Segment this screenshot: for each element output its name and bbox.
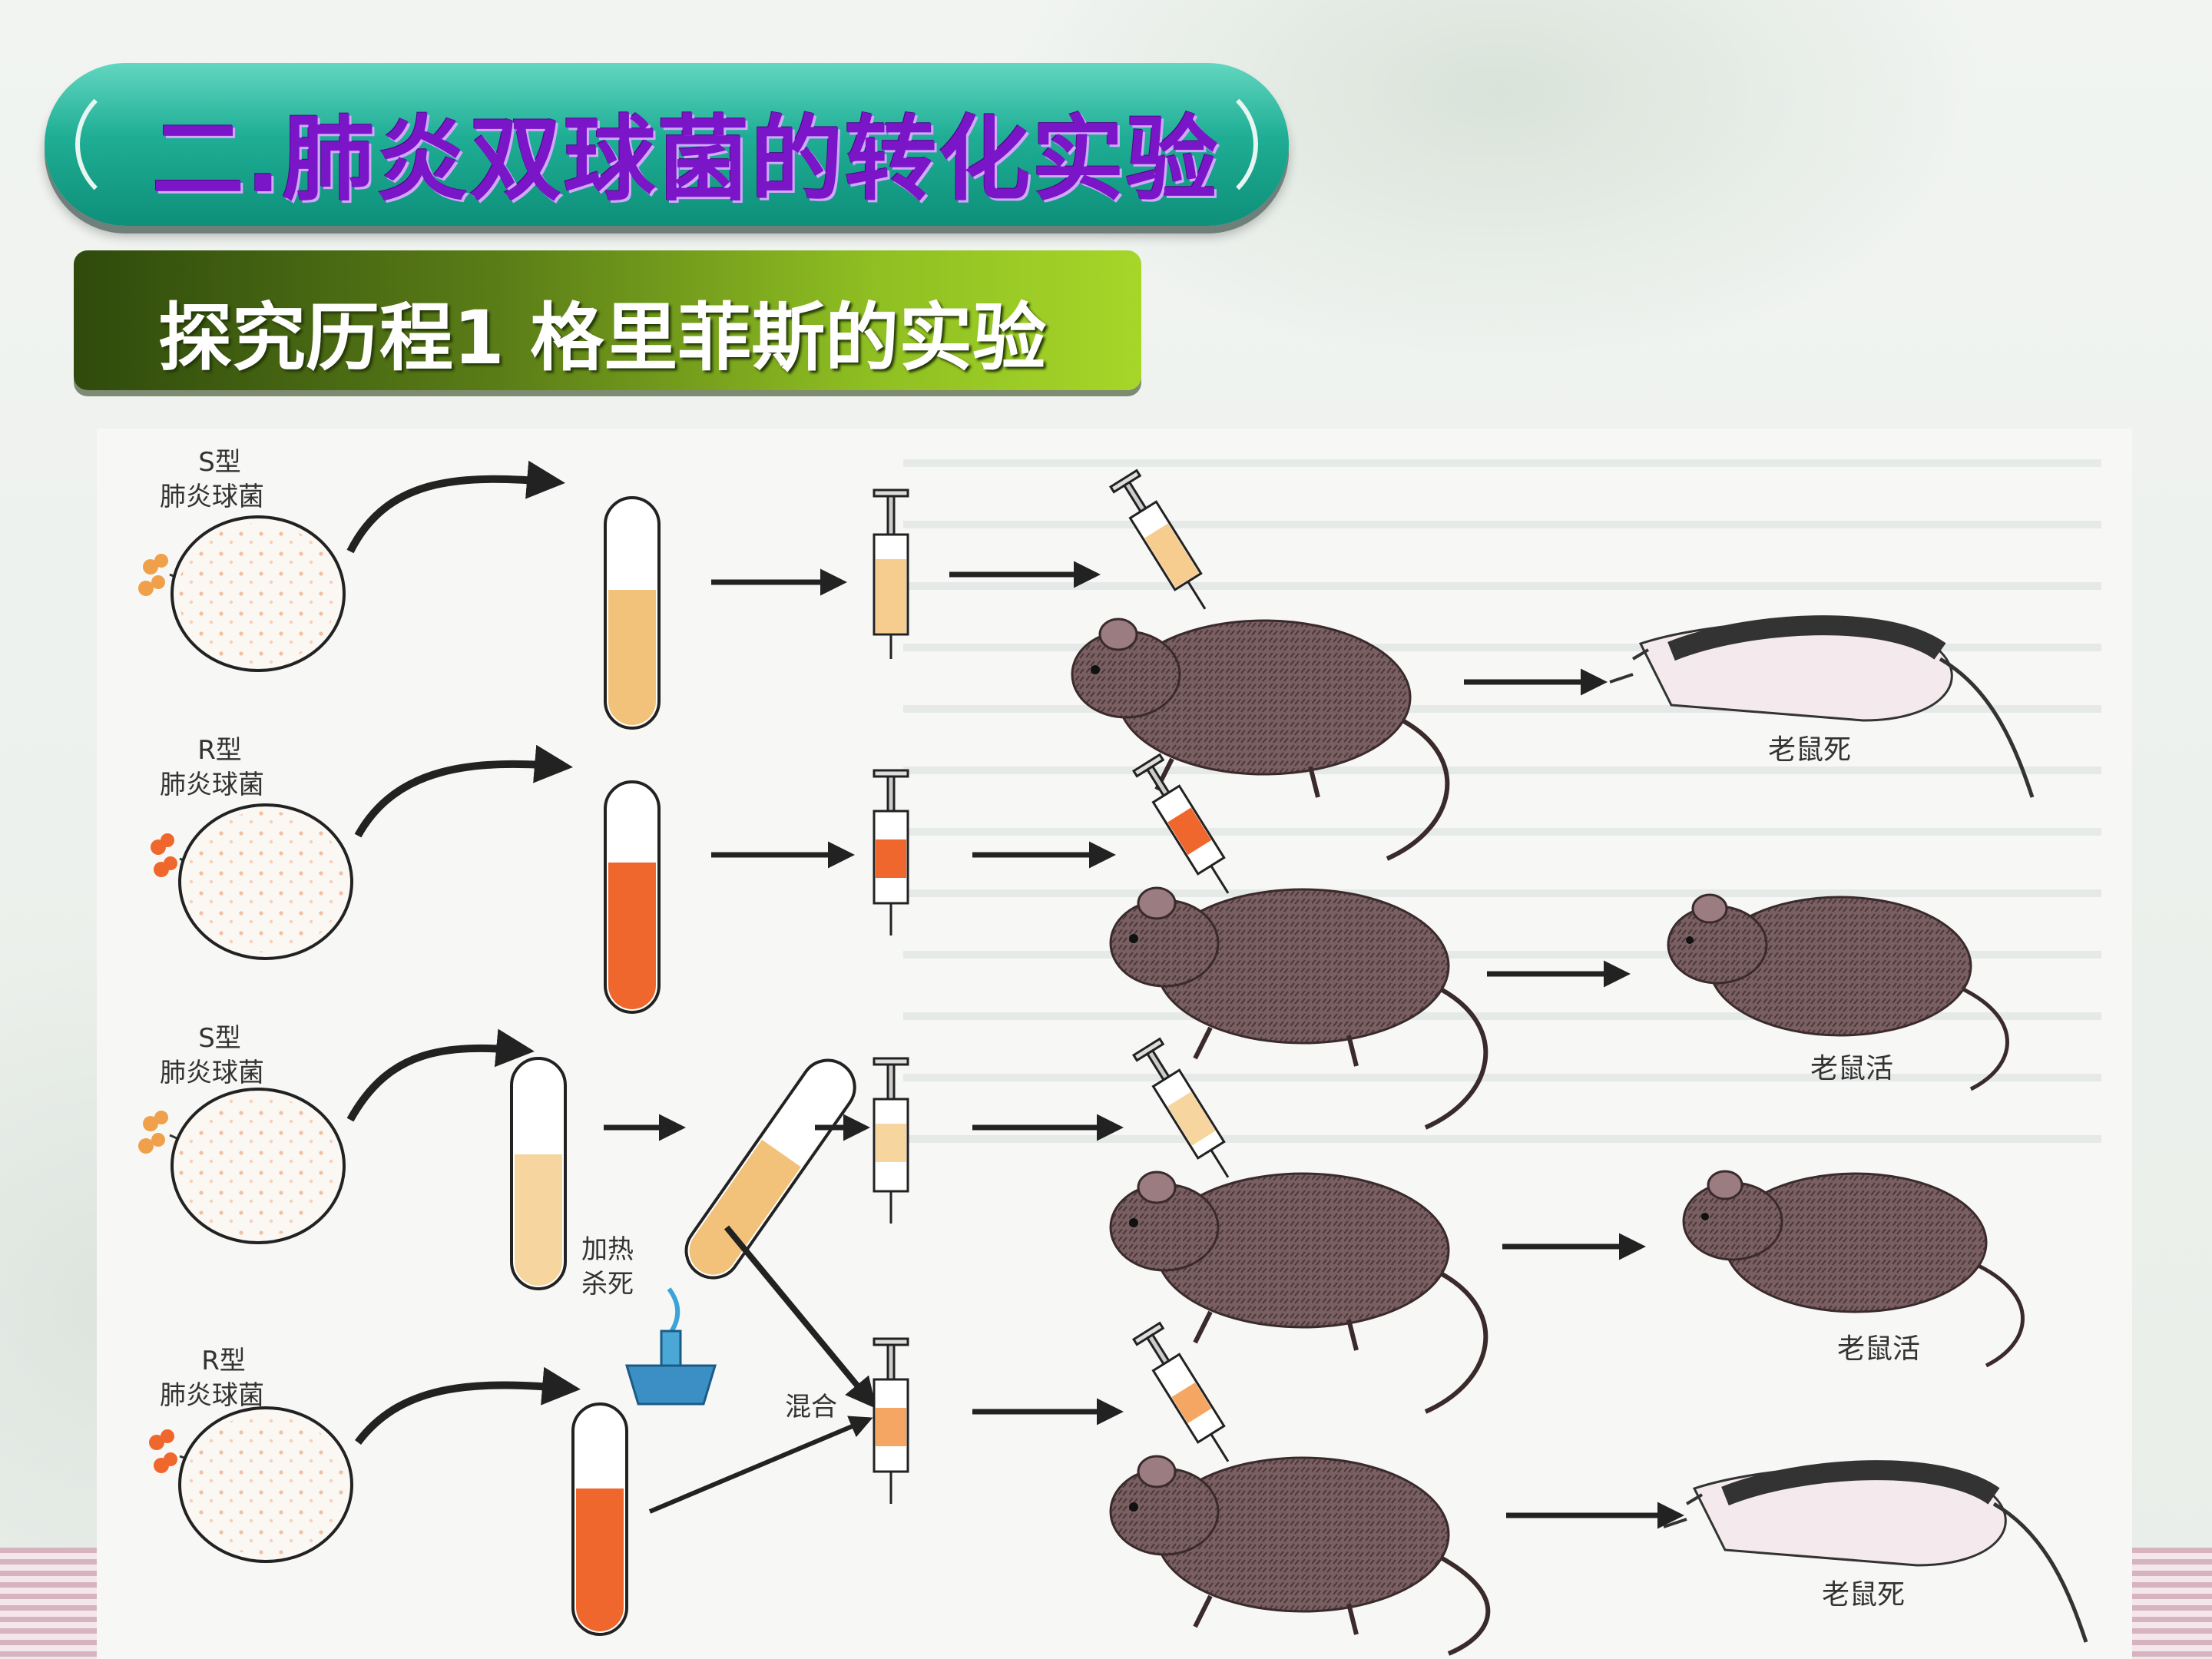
row-4-bacteria-label: 肺炎球菌 [160,1380,264,1411]
row-4-curved-arrow [355,1366,581,1445]
row-1-bacteria-label: 肺炎球菌 [160,482,264,512]
row-3-bacteria-label: 肺炎球菌 [160,1058,264,1088]
row-4-dead-mouse-icon [1663,1460,2088,1643]
row-3-live-mouse-icon [1109,1171,1488,1414]
row-3-syringe [873,1057,909,1224]
row-3-outcome-live-mouse-icon [1682,1170,2025,1368]
row-1-curved-arrow [346,460,565,554]
griffith-experiment-figure: S型 肺炎球菌 [97,429,2132,1659]
row-3-test-tube [510,1057,567,1290]
row-3-heated-tube [684,1058,856,1280]
row-2-live-mouse-icon [1109,886,1488,1130]
row-2-curved-arrow [354,744,573,838]
row-4-bacteria-type: R型 [201,1346,246,1376]
slide-subtitle: 探究历程1 格里菲斯的实验 [158,295,1047,381]
row-2-bacteria-cluster-icon [151,833,177,877]
row-2-syringe [873,769,909,935]
row-1-bacteria-cluster-icon [138,554,168,596]
row-4-r-type-mixed: R型 肺炎球菌 混合 [149,1225,2088,1656]
row-1-dead-mouse-icon [1609,615,2035,798]
row-3-bacteria-type: S型 [198,1023,241,1054]
row-2-outcome-label: 老鼠活 [1810,1053,1893,1084]
row-1-s-type: S型 肺炎球菌 [138,447,2035,861]
heat-kill-label-line2: 杀死 [581,1269,634,1300]
row-1-outcome-label: 老鼠死 [1768,734,1851,766]
row-3-s-type-heat-killed: S型 肺炎球菌 加热 杀死 [138,1023,2025,1414]
title-banner-rim [75,80,1258,209]
burner-icon [624,1287,717,1406]
background-page-texture [903,459,2101,1143]
slide-title: 二.肺炎双球菌的转化实验 [152,107,1220,214]
row-4-arrow-r-to-mix [648,1416,873,1514]
heat-kill-label-line1: 加热 [581,1234,634,1265]
row-3-curved-arrow [346,1028,535,1122]
mix-label: 混合 [785,1392,837,1422]
row-4-injection-syringe [1131,1321,1230,1462]
row-2-test-tube [604,780,661,1014]
row-1-test-tube [604,496,661,730]
row-4-arrow-heated-s-to-mix [724,1225,877,1409]
row-2-bacteria-label: 肺炎球菌 [160,770,264,800]
row-3-injection-syringe [1131,1037,1230,1178]
row-4-live-mouse-icon [1109,1455,1491,1656]
title-banner: 二.肺炎双球菌的转化实验 [45,63,1289,226]
subtitle-banner: 探究历程1 格里菲斯的实验 [74,250,1141,390]
row-2-injection-syringe [1131,753,1230,894]
row-1-syringe [873,488,909,659]
row-4-test-tube [571,1402,628,1636]
row-4-bacteria-cluster-icon [149,1429,177,1473]
row-1-injection-syringe [1108,469,1207,610]
row-3-outcome-label: 老鼠活 [1837,1333,1920,1365]
row-1-bacteria-type: S型 [198,447,241,478]
row-2-outcome-live-mouse-icon [1667,893,2009,1091]
row-3-bacteria-cluster-icon [138,1111,168,1154]
row-2-r-type: R型 肺炎球菌 [151,735,2009,1130]
row-4-outcome-label: 老鼠死 [1822,1579,1905,1611]
row-2-bacteria-type: R型 [197,735,242,766]
row-4-syringe [873,1337,909,1504]
experiment-diagram: S型 肺炎球菌 [138,447,2101,1656]
row-1-live-mouse-icon [1071,618,1450,861]
